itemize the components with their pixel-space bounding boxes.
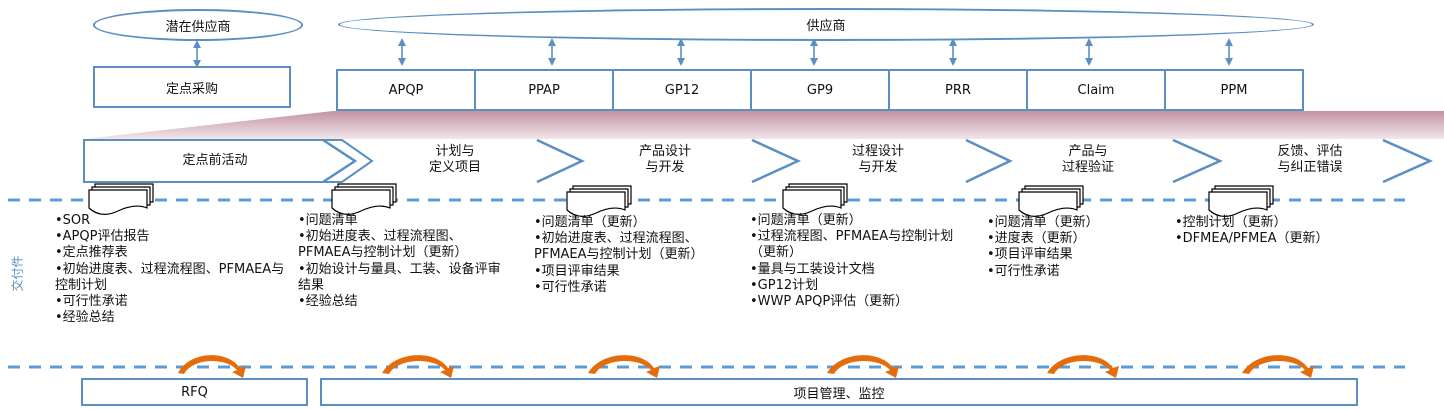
list-item: •DFMEA/PFMEA（更新）: [1175, 231, 1329, 247]
phase-chevron-5: [1172, 138, 1224, 184]
module-box-apqp: APQP: [336, 69, 476, 111]
document-stack-icon-1: [88, 183, 154, 215]
document-stack-icon-4: [782, 183, 848, 215]
module-label-claim: Claim: [1077, 82, 1115, 98]
document-stack-icon-2: [331, 183, 397, 215]
cycle-arrow-icon-5: [1047, 355, 1119, 378]
module-label-gp9: GP9: [806, 82, 834, 98]
project-management-box: 项目管理、监控: [320, 378, 1358, 406]
document-stack-icon-3: [566, 185, 632, 217]
deliverables-list-2: •问题清单 •初始进度表、过程流程图、 PFMAEA与控制计划（更新） •初始设…: [298, 213, 528, 310]
list-item: •可行性承诺: [987, 263, 1060, 279]
deliverables-list-3: •问题清单（更新） •初始进度表、过程流程图、 PFMAEA与控制计划（更新） …: [534, 215, 754, 296]
list-item: •进度表（更新）: [987, 231, 1086, 247]
document-stack-icon-6: [1208, 185, 1274, 217]
phase-label-4: 过程设计 与开发: [851, 144, 904, 175]
list-item: •初始设计与量具、工装、设备评审 结果: [298, 261, 501, 293]
list-item: •定点推荐表: [55, 245, 128, 261]
cycle-arrow-icon-3: [588, 355, 660, 378]
phase-chevron-2: [536, 138, 585, 184]
phase-label-3: 产品设计 与开发: [638, 144, 691, 175]
module-box-prr: PRR: [888, 69, 1028, 111]
module-label-gp12: GP12: [664, 82, 700, 98]
module-label-apqp: APQP: [388, 82, 424, 98]
module-box-claim: Claim: [1026, 69, 1166, 111]
cycle-arrow-icon-1: [178, 355, 246, 378]
list-item: •项目评审结果: [534, 263, 620, 279]
deliverables-list-1: •SOR •APQP评估报告 •定点推荐表 •初始进度表、过程流程图、PFMAE…: [55, 213, 305, 326]
list-item: •GP12计划: [750, 277, 819, 293]
project-management-label: 项目管理、监控: [793, 386, 885, 402]
deliverables-list-6: •控制计划（更新） •DFMEA/PFMEA（更新）: [1175, 215, 1375, 247]
list-item: •过程流程图、PFMAEA与控制计划 （更新）: [750, 229, 954, 261]
potential-supplier-ellipse: 潜在供应商: [93, 9, 303, 41]
list-item: •量具与工装设计文档: [750, 261, 875, 277]
list-item: •SOR: [55, 213, 91, 228]
phase-label-2: 计划与 定义项目: [428, 144, 481, 175]
phase-fan: [84, 111, 1444, 139]
phase-chevron-1: [322, 138, 358, 184]
list-item: •控制计划（更新）: [1175, 215, 1287, 230]
list-item: •问题清单（更新）: [534, 215, 646, 230]
module-label-prr: PRR: [945, 82, 971, 98]
list-item: •APQP评估报告: [55, 229, 150, 245]
module-box-ppap: PPAP: [474, 69, 614, 111]
list-item: •初始进度表、过程流程图、PFMAEA与 控制计划: [55, 261, 285, 293]
cycle-arrow-icon-6: [1242, 355, 1314, 378]
deliverables-side-label: 交付件: [10, 255, 25, 292]
list-item: •可行性承诺: [55, 294, 128, 310]
list-item: •初始进度表、过程流程图、 PFMAEA与控制计划（更新）: [534, 231, 704, 263]
module-box-gp9: GP9: [750, 69, 890, 111]
deliverables-list-4: •问题清单（更新） •过程流程图、PFMAEA与控制计划 （更新） •量具与工装…: [750, 213, 980, 310]
module-box-ppm: PPM: [1164, 69, 1304, 111]
phase-label-6: 反馈、评估 与纠正错误: [1277, 144, 1343, 175]
cycle-arrow-icon-4: [827, 355, 899, 378]
module-box-gp12: GP12: [612, 69, 752, 111]
supplier-label: 供应商: [806, 19, 846, 34]
potential-supplier-label: 潜在供应商: [165, 19, 231, 35]
list-item: •问题清单（更新）: [750, 213, 862, 228]
phase-label-1: 定点前活动: [182, 153, 248, 168]
sourcing-box: 定点采购: [93, 66, 291, 108]
list-item: •可行性承诺: [534, 279, 607, 295]
list-item: •经验总结: [298, 294, 358, 310]
rfq-label: RFQ: [181, 384, 208, 400]
list-item: •问题清单（更新）: [987, 215, 1099, 230]
sourcing-label: 定点采购: [165, 81, 218, 97]
module-label-ppm: PPM: [1220, 82, 1248, 98]
phase-chevron-4: [965, 138, 1013, 184]
rfq-box: RFQ: [81, 378, 308, 406]
phase-label-5: 产品与 过程验证: [1061, 144, 1114, 175]
cycle-arrow-icon-2: [382, 355, 454, 378]
document-stack-icon-5: [1018, 185, 1084, 217]
phase-chevron-3: [751, 138, 802, 184]
module-label-ppap: PPAP: [528, 82, 560, 98]
phase-arrow-1: [83, 139, 374, 183]
phase-chevron-6: [1382, 138, 1434, 184]
list-item: •项目评审结果: [987, 247, 1073, 263]
list-item: •经验总结: [55, 310, 115, 326]
deliverables-list-5: •问题清单（更新） •进度表（更新） •项目评审结果 •可行性承诺: [987, 215, 1167, 280]
list-item: •问题清单: [298, 213, 358, 228]
list-item: •初始进度表、过程流程图、 PFMAEA与控制计划（更新）: [298, 229, 468, 261]
list-item: •WWP APQP评估（更新）: [750, 294, 909, 310]
supplier-ellipse: 供应商: [338, 8, 1314, 41]
